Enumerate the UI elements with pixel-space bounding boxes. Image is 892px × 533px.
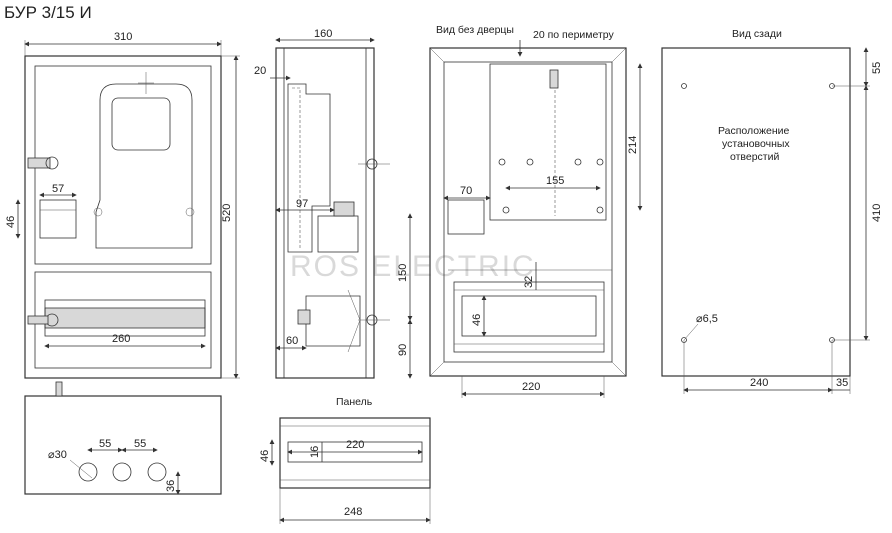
side-view: 160 20 97 150 90 60 [254, 28, 413, 379]
dim-inner-46: 46 [471, 314, 483, 326]
dim-35: 35 [836, 377, 848, 389]
caption-back: Вид сзади [732, 28, 782, 40]
dim-97: 97 [296, 198, 308, 210]
dim-bottom-55b: 55 [134, 438, 146, 450]
dim-70: 70 [460, 185, 472, 197]
dim-back-55: 55 [871, 62, 883, 74]
dim-bottom-55a: 55 [99, 438, 111, 450]
holes-caption-3: отверстий [730, 151, 779, 163]
dim-panel-46: 46 [259, 450, 271, 462]
dim-214: 214 [627, 136, 639, 154]
dim-side-20: 20 [254, 65, 266, 77]
dim-60: 60 [286, 335, 298, 347]
dim-150: 150 [397, 264, 409, 282]
caption-perimeter: 20 по периметру [533, 29, 615, 41]
dim-panel-220: 220 [346, 439, 364, 451]
dim-90: 90 [397, 344, 409, 356]
dim-160: 160 [314, 28, 332, 40]
dim-panel-248: 248 [344, 506, 362, 518]
no-door-view: Вид без дверцы 20 по периметру 214 155 7… [429, 24, 643, 398]
dim-310: 310 [114, 31, 132, 43]
dim-bottom-d30: ⌀30 [48, 449, 67, 461]
panel-view: Панель 46 16 220 248 [259, 396, 431, 524]
dim-260: 260 [112, 333, 130, 345]
dim-520: 520 [221, 204, 233, 222]
dim-inner-220: 220 [522, 381, 540, 393]
back-view: Вид сзади Расположение установочных отве… [661, 28, 883, 394]
dim-d65: ⌀6,5 [696, 313, 718, 325]
bottom-view: 55 55 ⌀30 36 [24, 381, 222, 495]
dim-57: 57 [52, 183, 64, 195]
drawing-title: БУР 3/15 И [4, 3, 92, 22]
dim-410: 410 [871, 204, 883, 222]
dim-32: 32 [523, 276, 535, 288]
dim-155: 155 [546, 175, 564, 187]
dim-46-front: 46 [5, 216, 17, 228]
dim-bottom-36: 36 [165, 480, 177, 492]
holes-caption-1: Расположение [718, 125, 790, 137]
front-view: 310 520 57 46 260 [5, 31, 240, 379]
dim-240: 240 [750, 377, 768, 389]
caption-no-door: Вид без дверцы [436, 24, 514, 36]
watermark: ROS ELECTRIC [290, 250, 536, 283]
holes-caption-2: установочных [722, 138, 790, 150]
caption-panel: Панель [336, 396, 373, 408]
